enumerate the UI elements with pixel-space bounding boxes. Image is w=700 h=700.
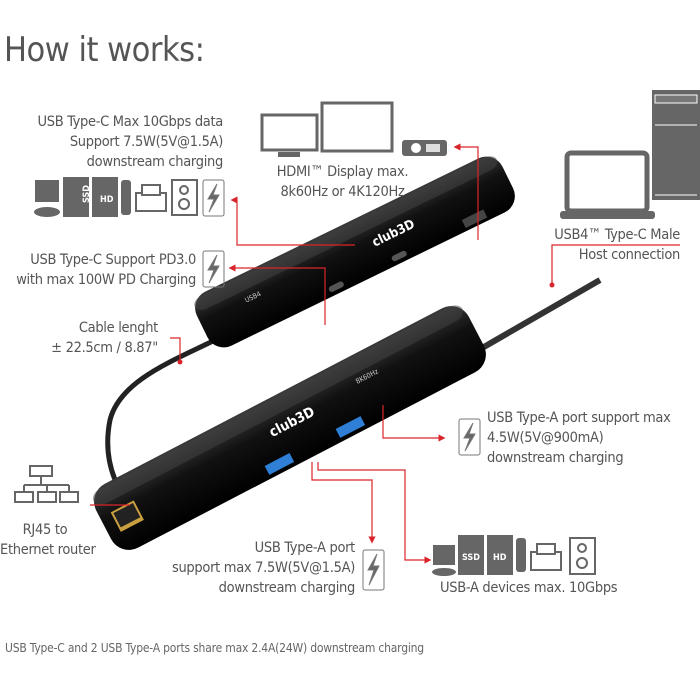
callout-line: USB4™ Type-C Male — [554, 227, 680, 243]
callout-line: Cable lenght — [78, 320, 158, 336]
page-title: How it works: — [4, 30, 205, 70]
callout-line: downstream charging — [86, 154, 224, 170]
hub-lower: club3D 8K60Hz — [92, 305, 486, 550]
lightning-icon-usb-a-left — [362, 549, 385, 591]
callout-line: USB Type-C Support PD3.0 — [30, 252, 196, 268]
ssd-label-2: SSD — [462, 553, 480, 563]
hd-label: HD — [100, 195, 114, 205]
callout-line: Support 7.5W(5V@1.5A) — [69, 134, 223, 150]
monitor-icon — [260, 101, 394, 153]
callout-usb4: USB4™ Type-C Male Host connection — [554, 225, 680, 265]
usb-a-port-1 — [264, 453, 295, 475]
usb-a-port-2 — [335, 416, 366, 438]
callout-line: USB Type-A port support max — [487, 410, 671, 426]
callout-line: USB Type-A port — [254, 540, 356, 556]
callout-cable: Cable lenght ± 22.5cm / 8.87" — [51, 318, 158, 358]
callout-line: 4.5W(5V@900mA) — [487, 430, 604, 446]
callout-line: with max 100W PD Charging — [16, 272, 196, 288]
callout-hdmi: HDMI™ Display max. 8k60Hz or 4K120Hz — [270, 162, 415, 202]
lightning-icon-pd — [202, 250, 225, 288]
callout-line: Ethernet router — [0, 542, 96, 558]
callout-usb-a-devices: USB-A devices max. 10Gbps — [440, 580, 618, 596]
callout-line: ± 22.5cm / 8.87" — [51, 340, 158, 356]
lightning-icon — [202, 179, 225, 217]
footer-note: USB Type-C and 2 USB Type-A ports share … — [5, 641, 424, 655]
callout-line: Host connection — [578, 247, 681, 263]
callout-line: downstream charging — [218, 580, 356, 596]
callout-usb-a-left: USB Type-A port support max 7.5W(5V@1.5A… — [172, 538, 355, 598]
hub-upper: USB4 club3D — [194, 156, 515, 348]
usb-c-device-icons: SSD HD — [34, 177, 198, 217]
ssd-label: SSD — [82, 185, 92, 203]
desktop-tower-icon — [652, 90, 700, 200]
callout-line: downstream charging — [487, 450, 624, 466]
callout-line: support max 7.5W(5V@1.5A) — [171, 560, 355, 576]
callout-rj45: RJ45 to Ethernet router — [0, 520, 96, 560]
laptop-icon — [560, 150, 655, 219]
network-router-icon — [14, 465, 79, 503]
callout-line: USB Type-C Max 10Gbps data — [37, 114, 223, 130]
callout-line: RJ45 to — [22, 522, 68, 538]
hd-label-2: HD — [493, 553, 507, 563]
projector-icon — [402, 140, 447, 156]
callout-usb-c-data: USB Type-C Max 10Gbps data Support 7.5W(… — [37, 112, 223, 172]
callout-usb-c-pd: USB Type-C Support PD3.0 with max 100W P… — [16, 250, 196, 290]
lightning-icon-usb-a-right — [458, 418, 481, 456]
usb-a-device-icons: SSD HD — [432, 535, 596, 576]
callout-line: 8k60Hz or 4K120Hz — [280, 184, 405, 200]
cable-usb4 — [468, 277, 602, 358]
callout-usb-a-right: USB Type-A port support max 4.5W(5V@900m… — [487, 408, 671, 468]
callout-line: HDMI™ Display max. — [276, 164, 409, 180]
